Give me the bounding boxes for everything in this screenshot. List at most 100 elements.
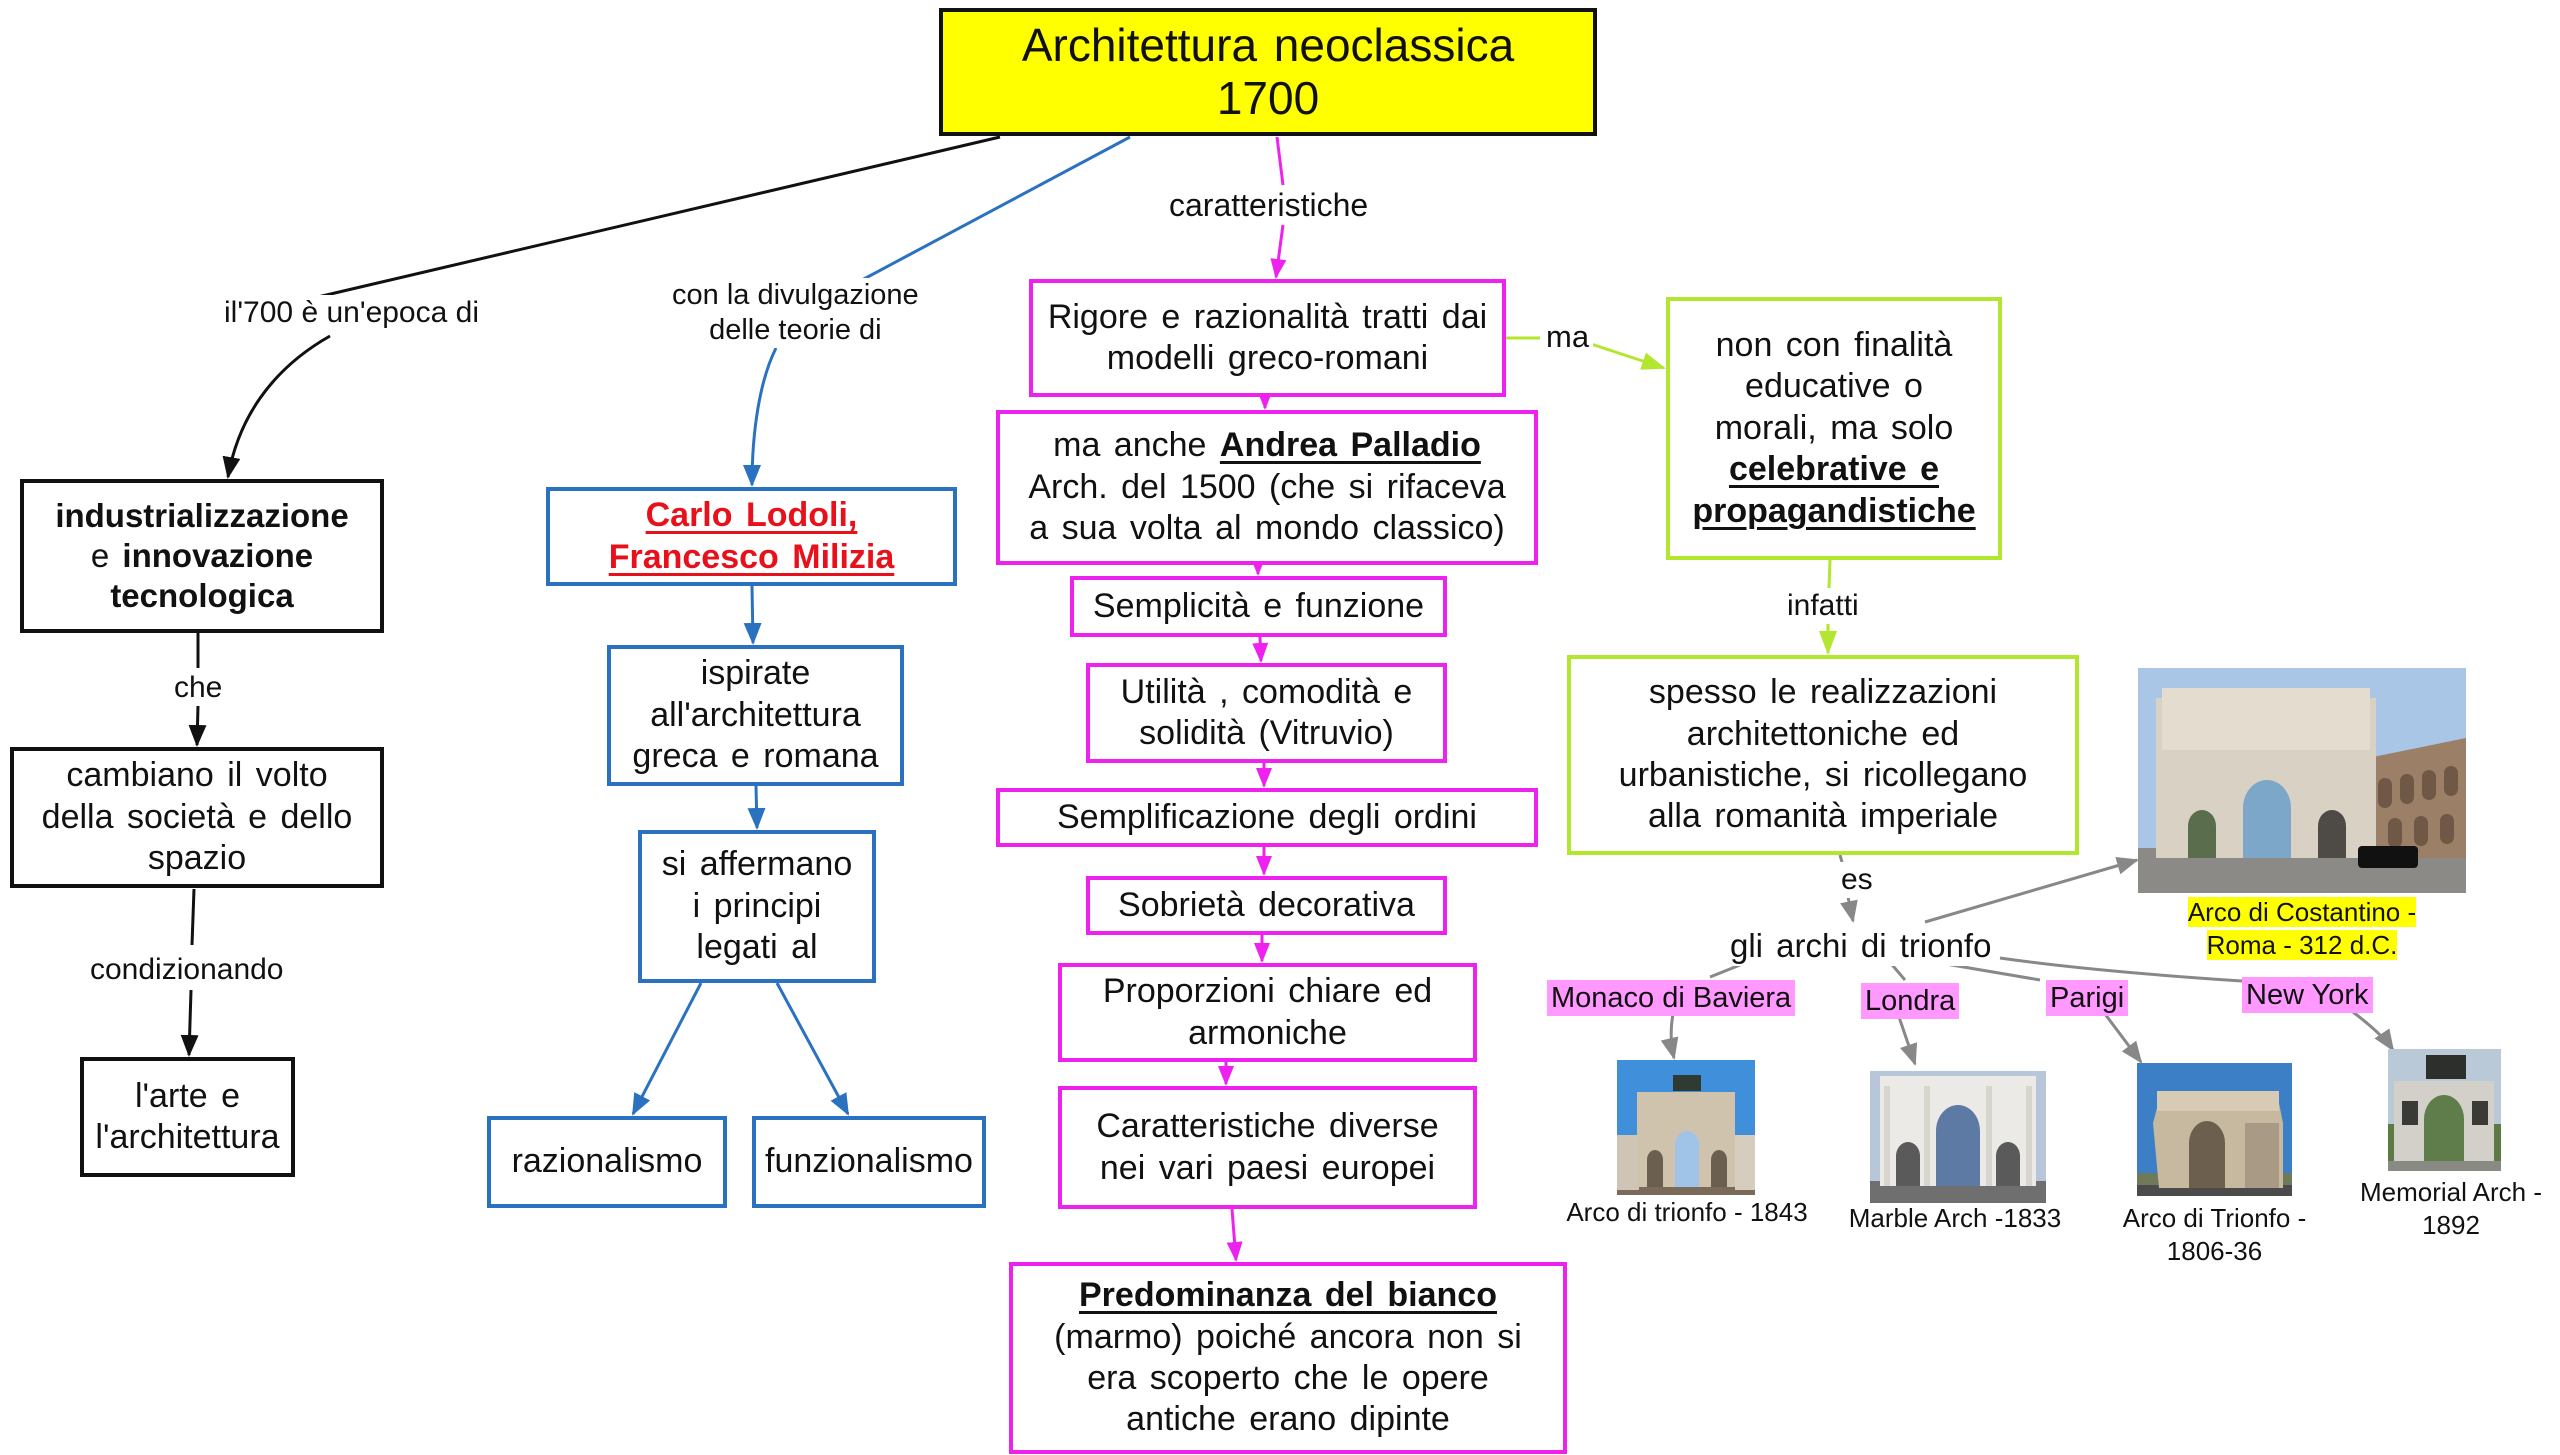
author-name: Francesco Milizia (608, 537, 895, 576)
node-text: cambiano il volto (66, 756, 328, 795)
node-semplicita[interactable]: Semplicità e funzione (1070, 576, 1447, 637)
node-text: Proporzioni chiare ed (1102, 972, 1433, 1011)
link-affermano-to-razionalismo (631, 982, 703, 1116)
node-text: Utilità , comodità e (1120, 672, 1413, 711)
node-text: all'architettura (650, 695, 861, 734)
link-title-to-caratteristiche (1275, 136, 1285, 186)
link-label-epoch: il'700 è un'epoca di (220, 295, 483, 331)
city-tag-monaco[interactable]: Monaco di Baviera (1547, 980, 1796, 1017)
link-spesso-to-es (1838, 854, 1844, 863)
node-text: ma anche (1053, 426, 1207, 465)
node-romanita[interactable]: spesso le realizzazioni architettoniche … (1567, 655, 2079, 855)
author-name: Carlo Lodoli, (645, 496, 858, 535)
link-title-to-theory (861, 135, 1131, 282)
caption-line: Arco di Trionfo - (2122, 1203, 2307, 1233)
node-text: industrializzazione (55, 496, 349, 534)
link-archi-to-newyork (1999, 956, 2243, 983)
node-sobrieta[interactable]: Sobrietà decorativa (1086, 876, 1447, 935)
node-text: funzionalismo (765, 1142, 973, 1181)
node-semplificazione[interactable]: Semplificazione degli ordini (996, 788, 1538, 847)
link-purpose-to-infatti (1827, 559, 1832, 589)
node-text: spazio (147, 839, 247, 878)
caption-londra: Marble Arch -1833 (1848, 1203, 2062, 1233)
link-label-line: delle teorie di (709, 313, 882, 346)
node-text: urbanistiche, si ricollegano (1618, 756, 2028, 794)
caption-parigi: Arco di Trionfo - 1806-36 (2097, 1202, 2332, 1267)
node-cambiano[interactable]: cambiano il volto della società e dello … (10, 747, 384, 888)
node-purpose[interactable]: non con finalità educative o morali, ma … (1666, 297, 2002, 560)
node-text: greca e romana (632, 737, 879, 776)
node-funzionalismo[interactable]: funzionalismo (752, 1116, 986, 1208)
node-text: Arch. del 1500 (che si rifaceva (1028, 467, 1506, 506)
node-text: della società e dello (41, 797, 353, 836)
link-title-to-epoch (304, 135, 1001, 302)
link-londra-to-photo (1896, 1013, 1918, 1066)
node-rigore[interactable]: Rigore e razionalità tratti dai modelli … (1029, 279, 1506, 397)
link-epoch-to-industrial (222, 334, 331, 479)
caption-line: Roma - 312 d.C. (2206, 929, 2398, 960)
node-utilita[interactable]: Utilità , comodità e solidità (Vitruvio) (1086, 663, 1447, 763)
title-year: 1700 (1216, 72, 1320, 124)
city-tag-parigi[interactable]: Parigi (2046, 980, 2129, 1017)
title-node[interactable]: Architettura neoclassica 1700 (939, 8, 1597, 136)
arch-of-constantine-photo (2138, 668, 2466, 893)
node-arte-architettura[interactable]: l'arte e l'architettura (80, 1057, 295, 1177)
link-che-to-cambiano (188, 704, 207, 747)
caption-line: Arco di Costantino - (2187, 897, 2417, 927)
node-archi-trionfo[interactable]: gli archi di trionfo (1726, 926, 1996, 966)
link-monaco-to-photo (1660, 1013, 1679, 1060)
link-ispirate-to-affermano (747, 785, 766, 830)
node-proporzioni[interactable]: Proporzioni chiare ed armoniche (1058, 963, 1477, 1062)
node-text: legati al (696, 928, 818, 967)
node-text: solidità (Vitruvio) (1139, 714, 1394, 752)
link-label-es: es (1837, 862, 1877, 898)
node-text: Sobrietà decorativa (1118, 885, 1415, 924)
node-text: alla romanità imperiale (1647, 797, 1999, 836)
node-authors[interactable]: Carlo Lodoli, Francesco Milizia (546, 487, 957, 586)
caption-line: 1806-36 (2166, 1235, 2263, 1266)
link-caratteristiche-to-rigore (1270, 224, 1287, 279)
node-predominanza-bianco[interactable]: Predominanza del bianco (marmo) poiché a… (1009, 1262, 1567, 1454)
arc-de-triomphe-photo (2137, 1063, 2292, 1196)
link-label-line: con la divulgazione (672, 279, 919, 311)
city-tag-newyork[interactable]: New York (2242, 977, 2373, 1014)
link-cambiano-to-condizionando (190, 888, 196, 946)
caption-monaco: Arco di trionfo - 1843 (1566, 1197, 1808, 1227)
link-label-condizionando: condizionando (86, 952, 288, 988)
node-ispirate[interactable]: ispirate all'architettura greca e romana (607, 645, 904, 786)
node-text: Semplificazione degli ordini (1056, 797, 1477, 836)
link-parigi-to-photo (2100, 1009, 2143, 1064)
node-text: ispirate (700, 654, 811, 693)
node-text: architettoniche ed (1686, 714, 1960, 753)
link-archi-to-constantine (1924, 856, 2139, 924)
node-text: educative o (1745, 367, 1923, 406)
siegestor-photo (1617, 1060, 1755, 1195)
city-tag-londra[interactable]: Londra (1861, 983, 1960, 1020)
node-text: spesso le realizzazioni (1648, 673, 1998, 712)
link-theory-to-authors (743, 347, 778, 487)
caption-line: 1892 (2422, 1209, 2480, 1240)
node-industrializzazione[interactable]: industrializzazione e innovazione tecnol… (20, 479, 384, 633)
node-text: modelli greco-romani (1106, 339, 1429, 377)
caption-line: Memorial Arch - (2359, 1177, 2543, 1207)
link-affermano-to-funzionalismo (775, 982, 850, 1116)
node-text: (marmo) poiché ancora non si (1054, 1317, 1522, 1356)
link-condizionando-to-arte (180, 989, 199, 1057)
node-palladio[interactable]: ma anche Andrea Palladio Arch. del 1500 … (996, 410, 1538, 565)
title-text: Architettura neoclassica (1021, 19, 1515, 72)
link-label-ma: ma (1542, 318, 1594, 356)
node-text: si affermano (661, 845, 853, 884)
node-emphasis: celebrative e (1728, 450, 1940, 489)
node-text: razionalismo (511, 1142, 703, 1181)
node-razionalismo[interactable]: razionalismo (487, 1116, 727, 1208)
link-label-infatti: infatti (1783, 588, 1863, 624)
node-text: Caratteristiche diverse (1096, 1107, 1439, 1146)
link-archi-to-parigi (1939, 961, 2041, 982)
node-affermano[interactable]: si affermano i principi legati al (638, 830, 876, 983)
link-label-caratteristiche: caratteristiche (1165, 186, 1373, 225)
node-caratteristiche-diverse[interactable]: Caratteristiche diverse nei vari paesi e… (1058, 1086, 1477, 1209)
architect-name: Andrea Palladio (1219, 426, 1481, 465)
link-label-che: che (170, 670, 227, 706)
link-newyork-to-photo (2352, 1010, 2395, 1052)
